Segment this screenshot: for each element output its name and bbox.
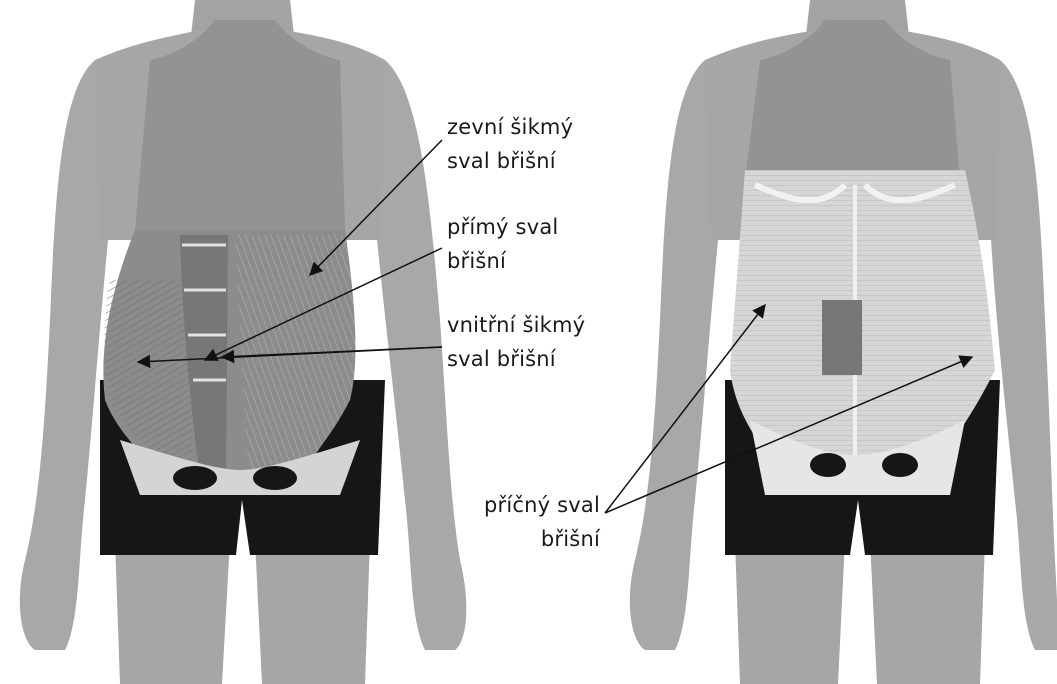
label-internal-oblique-line2: sval břišní xyxy=(447,342,585,376)
label-rectus-line1: přímý sval xyxy=(447,210,558,244)
label-transverse: příčný sval břišní xyxy=(460,488,600,556)
left-leg-right xyxy=(255,540,370,684)
left-pelvis-hole-1 xyxy=(173,466,217,490)
right-arm-left xyxy=(630,60,720,650)
label-rectus: přímý sval břišní xyxy=(447,210,558,278)
left-pelvis-hole-2 xyxy=(253,466,297,490)
label-rectus-line2: břišní xyxy=(447,244,558,278)
right-arm-right xyxy=(990,60,1057,650)
right-figure xyxy=(630,0,1057,684)
right-leg-left xyxy=(735,540,845,684)
label-external-oblique-line1: zevní šikmý xyxy=(447,110,573,144)
label-transverse-line2: břišní xyxy=(460,522,600,556)
right-pelvis-hole-2 xyxy=(882,453,918,477)
left-leg-left xyxy=(115,540,230,684)
left-arm-left xyxy=(20,60,110,650)
label-external-oblique-line2: sval břišní xyxy=(447,144,573,178)
right-rectus-cutout xyxy=(822,300,862,375)
right-leg-right xyxy=(870,540,985,684)
label-internal-oblique: vnitřní šikmý sval břišní xyxy=(447,308,585,376)
right-pelvis-hole-1 xyxy=(810,453,846,477)
label-internal-oblique-line1: vnitřní šikmý xyxy=(447,308,585,342)
label-transverse-line1: příčný sval xyxy=(460,488,600,522)
label-external-oblique: zevní šikmý sval břišní xyxy=(447,110,573,178)
